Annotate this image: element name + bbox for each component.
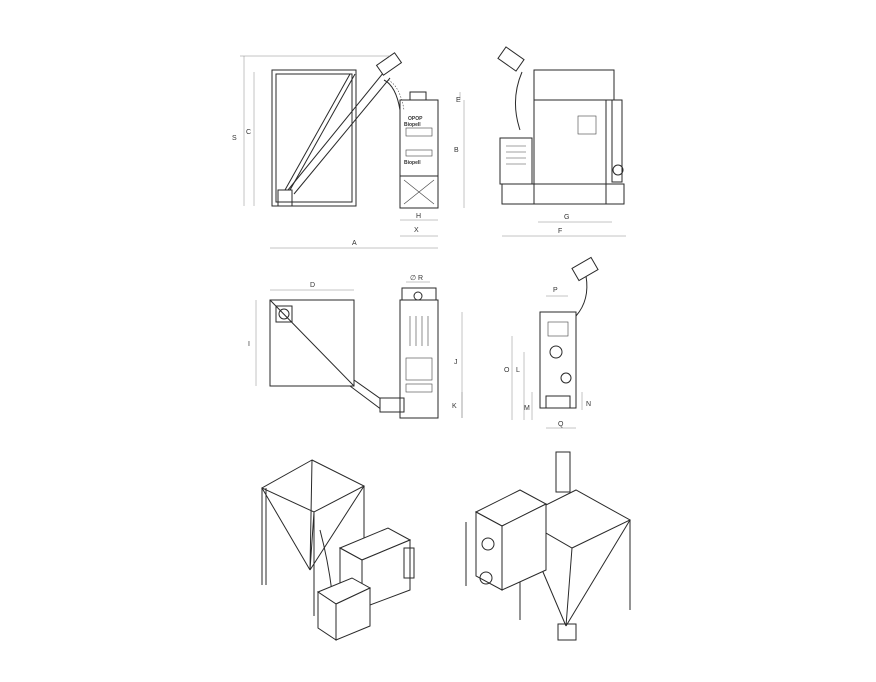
dim-label-b: B [454,147,459,154]
rear-feeder-motor [571,256,599,282]
rear-flex-hose [575,275,588,317]
boiler-label-plate [405,127,433,137]
rear-base [545,395,571,409]
dim-label-q: Q [558,421,564,428]
isometric-view-left [260,459,415,641]
dim-label-k: K [452,403,457,410]
plan-label-plate [405,383,433,393]
dim-label-h: H [416,213,421,220]
iso-hopper-cone [261,459,365,571]
side-hopper-top [533,69,615,101]
iso-burner-side [335,587,371,641]
dim-label-p: P [553,287,558,294]
plan-feeder-line-2 [349,385,383,411]
dim-label-n: N [586,401,591,408]
rear-pump [560,372,572,384]
side-burner [499,137,533,185]
dim-label-e: E [456,97,461,104]
side-view: G F [497,46,626,237]
boiler-grille [405,149,433,157]
rear-panel-top [547,321,569,337]
hopper-frame-inner [275,73,353,203]
side-pump [612,164,624,176]
plan-hopper [269,299,355,387]
plan-feeder-motor [379,397,405,413]
iso2-pump [479,571,493,585]
side-pipework [611,99,623,183]
hopper-outlet [277,189,293,207]
dim-label-r-prefix: ∅ [410,275,416,282]
plan-flue [413,291,423,301]
dim-label-a: A [352,240,357,247]
iso2-boiler-side [501,503,547,591]
boiler-base [399,175,439,209]
side-base [501,183,625,205]
hopper-slope-2 [284,73,351,191]
plan-view: D I J K ∅ R [248,275,463,419]
iso-hopper-top [260,459,366,513]
dim-label-r: R [418,275,423,282]
side-burner-grille [506,145,526,165]
iso2-flue-outlet [481,537,495,551]
flex-hose [383,79,401,111]
rear-view: P O L M N Q [504,256,599,429]
side-flex-hose [515,71,523,131]
iso-pipework [403,547,415,579]
plan-grille-top [409,316,429,346]
front-view: OPOP Biopell Biopell S C E B H X A [232,52,465,249]
brand-name: OPOP [408,116,423,122]
feeder-motor [375,52,403,76]
iso2-outlet [557,623,577,641]
plan-diagonal [269,299,355,387]
plan-boiler-top [401,287,437,301]
dim-label-o: O [504,367,510,374]
hopper-slope [289,73,356,191]
iso-flue-pipe [555,451,571,493]
dim-label-c: C [246,129,251,136]
brand-model-2: Biopell [404,160,421,166]
feeder-tube-line-1 [287,71,385,191]
brand-model: Biopell [404,122,421,128]
dim-label-j: J [454,359,458,366]
dim-label-g: G [564,214,569,221]
dim-label-l: L [516,367,520,374]
side-boiler-body [533,99,607,205]
side-feeder-motor [497,46,525,72]
isometric-view-right [465,451,632,641]
dim-label-s: S [232,135,237,142]
dim-label-d: D [310,282,315,289]
boiler-controller [409,91,427,101]
plan-inner-panel [405,357,433,381]
dim-label-i: I [248,341,250,348]
plan-outlet [275,305,293,323]
hopper-frame [271,69,357,207]
dim-label-f: F [558,228,562,235]
dim-label-m: M [524,405,530,412]
feeder-tube-line-2 [293,77,391,195]
side-inspection-panel [577,115,597,135]
dim-label-x: X [414,227,419,234]
rear-boiler-body [539,311,577,409]
rear-flue-outlet [549,345,563,359]
